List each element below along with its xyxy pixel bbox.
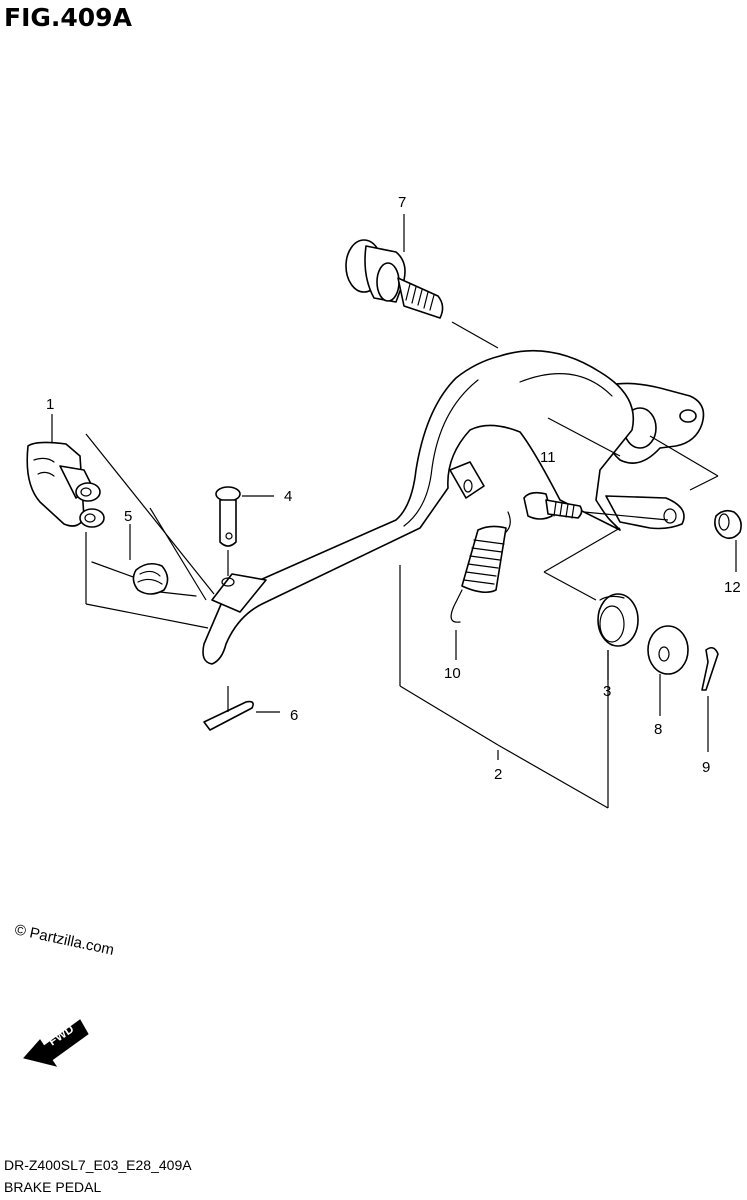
part-5-spring[interactable]: [91, 524, 197, 597]
callout-9[interactable]: 9: [702, 759, 710, 776]
callout-5[interactable]: 5: [124, 508, 132, 525]
callout-10[interactable]: 10: [444, 665, 461, 682]
part-6-cotter-pin[interactable]: [203, 686, 280, 731]
part-4-clevis-pin[interactable]: [215, 486, 274, 576]
part-8-washer[interactable]: [647, 625, 689, 716]
callout-1[interactable]: 1: [46, 396, 54, 413]
callout-3[interactable]: 3: [603, 683, 611, 700]
figure-code: DR-Z400SL7_E03_E28_409A: [4, 1157, 192, 1173]
part-7-pivot-bolt[interactable]: [345, 239, 499, 349]
part-10-return-spring[interactable]: [450, 511, 511, 660]
part-1-bracket[interactable]: [26, 414, 215, 629]
callout-12[interactable]: 12: [724, 579, 741, 596]
callout-11[interactable]: 11: [540, 449, 556, 466]
fwd-arrow-icon: FWD: [23, 1019, 89, 1067]
figure-title: FIG.409A: [4, 3, 133, 32]
callout-8[interactable]: 8: [654, 721, 662, 738]
callout-6[interactable]: 6: [290, 707, 298, 724]
figure-name: BRAKE PEDAL: [4, 1179, 101, 1195]
part-12-nut[interactable]: [714, 509, 742, 572]
watermark-text: © Partzilla.com: [13, 921, 115, 959]
part-3-oil-seal[interactable]: [597, 593, 639, 680]
part-9-cotter-pin[interactable]: [701, 646, 719, 752]
callout-7[interactable]: 7: [398, 194, 406, 211]
callout-4[interactable]: 4: [284, 488, 292, 505]
callout-2[interactable]: 2: [494, 766, 502, 783]
part-2-brake-pedal[interactable]: [202, 349, 705, 809]
part-11-bolt[interactable]: [523, 491, 669, 521]
